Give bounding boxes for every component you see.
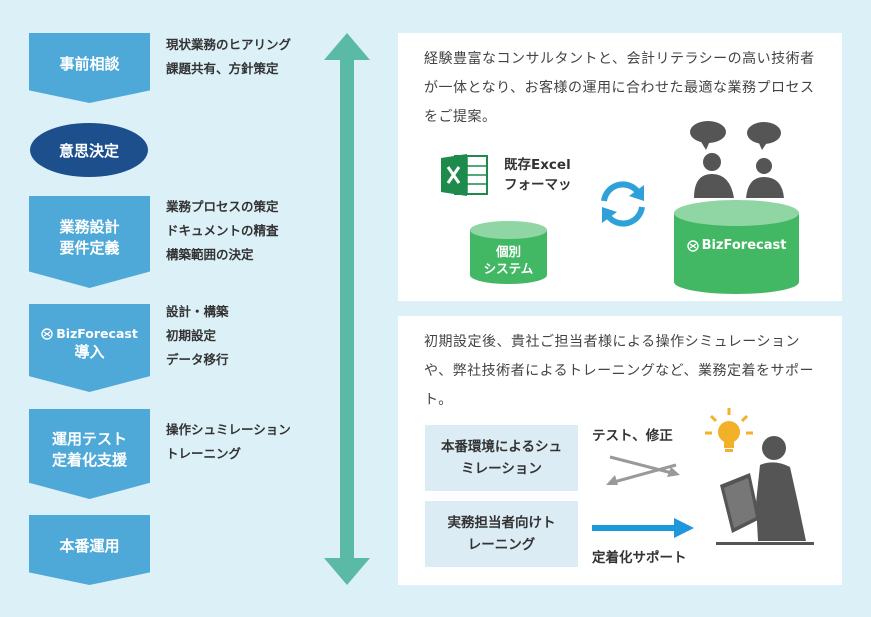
step-label: 導入 [74,343,105,362]
bizforecast-logo: BizForecast [674,238,799,253]
step-label: 本番運用 [59,536,120,555]
excel-label-line2: フォーマッ [504,177,572,193]
consultants-icon [690,121,784,198]
brand-name: BizForecast [701,238,787,253]
training-box: 実務担当者向けトレーニング [425,501,578,567]
individual-system-label: 個別 システム [470,243,547,277]
brand-name: BizForecast [56,325,138,341]
excel-label-line1: 既存Excel [504,157,571,173]
step-consultation-notes: 現状業務のヒアリング 課題共有、方針策定 [166,33,291,81]
adoption-support-label: 定着化サポート [592,550,687,566]
step-label-line2: 定着化支援 [51,451,127,469]
exchange-arrows-icon [606,455,680,485]
bizforecast-logo: BizForecast [41,325,138,343]
support-arrow [592,518,694,538]
step-label: 事前相談 [59,54,120,73]
step-consultation: 事前相談 [29,33,150,103]
training-label: 実務担当者向けトレーニング [447,515,556,553]
individual-system-cylinder: 個別 システム [470,221,547,285]
support-text: 初期設定後、貴社ご担当者様による操作シミュレーションや、弊社技術者によるトレーニ… [424,334,814,408]
step-design-notes: 業務プロセスの策定 ドキュメントの精査 構築範囲の決定 [166,195,279,267]
step-operation-test-notes: 操作シュミレーション トレーニング [166,418,291,466]
step-production: 本番運用 [29,515,150,585]
note: 初期設定 [166,328,217,343]
step-label-line2: 要件定義 [59,239,120,257]
note: 操作シュミレーション [166,422,291,437]
person-reading-icon [716,436,814,545]
simulation-label: 本番環境によるシュミレーション [440,439,563,477]
sync-icon [601,181,645,227]
database-icon [674,200,799,294]
bizforecast-cylinder: BizForecast [674,200,799,294]
excel-icon [441,154,488,196]
step-design: 業務設計 要件定義 [29,196,150,288]
note: ドキュメントの精査 [166,223,279,238]
system-label-line1: 個別 [495,244,521,259]
note: 現状業務のヒアリング [166,37,292,52]
excel-format-label: 既存Excel フォーマッ [504,155,572,195]
step-introduction: BizForecast 導入 [29,304,150,392]
proposal-text: 経験豊富なコンサルタントと、会計リテラシーの高い技術者が一体となり、お客様の運用… [424,51,815,125]
note: トレーニング [166,446,242,461]
system-label-line2: システム [483,261,534,276]
test-fix-label: テスト、修正 [592,428,673,444]
note: 設計・構築 [166,304,229,319]
note: データ移行 [166,352,229,367]
bizforecast-logo-icon [686,239,699,252]
step-operation-test: 運用テスト 定着化支援 [29,409,150,499]
lightbulb-icon [705,408,753,452]
bizforecast-logo-icon [41,327,53,340]
timeline-double-arrow [324,33,370,585]
note: 構築範囲の決定 [166,247,254,262]
step-label-line1: 業務設計 [59,218,120,236]
support-panel: 初期設定後、貴社ご担当者様による操作シミュレーションや、弊社技術者によるトレーニ… [398,316,842,585]
note: 課題共有、方針策定 [166,61,279,76]
step-label-line1: 運用テスト [51,430,127,448]
note: 業務プロセスの策定 [166,199,279,214]
database-icon [470,221,547,284]
step-introduction-notes: 設計・構築 初期設定 データ移行 [166,300,229,372]
step-decision: 意思決定 [30,123,148,177]
simulation-box: 本番環境によるシュミレーション [425,425,578,491]
step-label: 意思決定 [58,141,119,160]
proposal-panel: 経験豊富なコンサルタントと、会計リテラシーの高い技術者が一体となり、お客様の運用… [398,33,842,301]
